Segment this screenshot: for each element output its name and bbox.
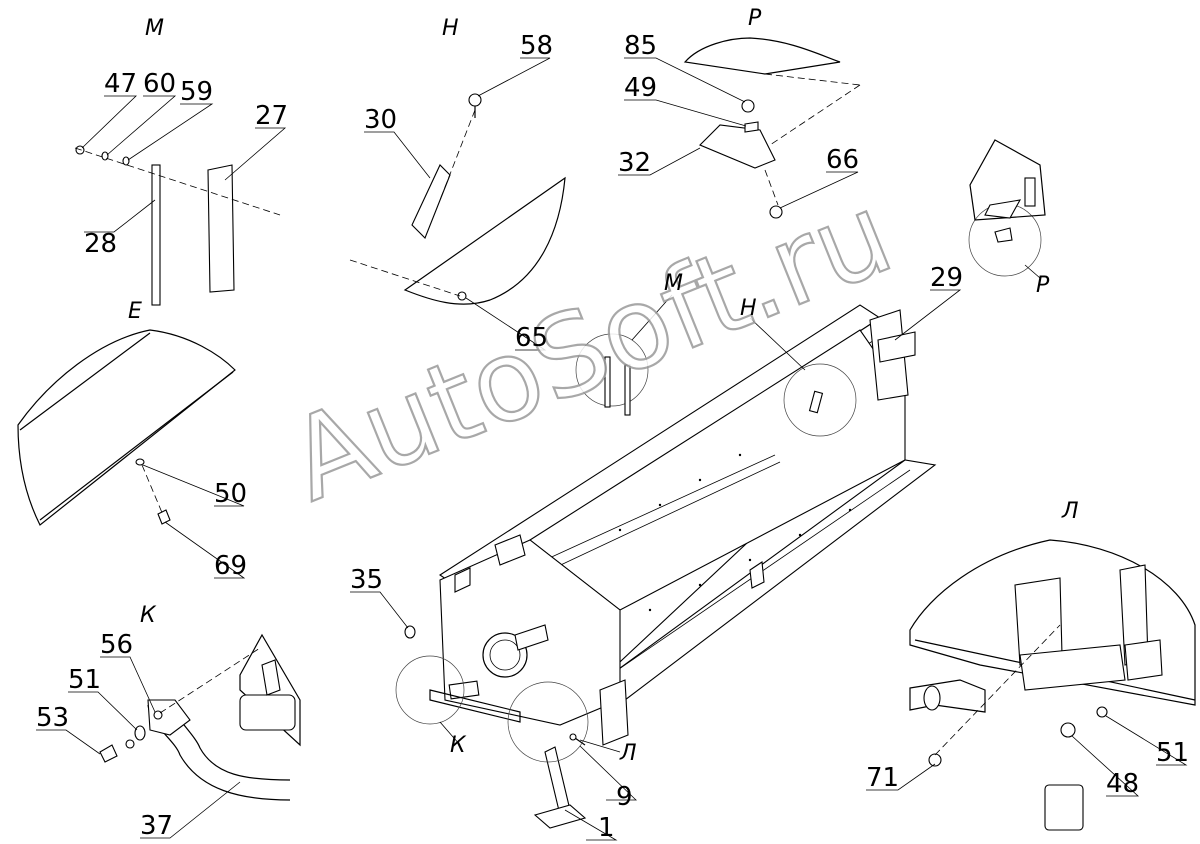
leader-lines — [36, 57, 1188, 841]
view-label-l: Л — [1061, 499, 1079, 524]
callout-66: 66 — [826, 145, 859, 175]
view-marker-m: М — [664, 271, 683, 296]
callout-27: 27 — [255, 101, 288, 131]
callout-71: 71 — [866, 763, 899, 793]
callout-48: 48 — [1106, 769, 1139, 799]
view-m-parts — [74, 145, 281, 306]
view-e-parts — [17, 329, 236, 526]
callout-35: 35 — [350, 565, 383, 595]
callout-59: 59 — [180, 77, 213, 107]
callout-69: 69 — [214, 551, 247, 581]
callout-51: 51 — [68, 665, 101, 695]
detail-circle-k — [395, 655, 465, 725]
view-marker-n: Н — [740, 296, 757, 321]
view-marker-p: Р — [1036, 273, 1050, 298]
view-k-parts — [99, 633, 301, 801]
callout-65: 65 — [515, 323, 548, 353]
callout-85: 85 — [624, 31, 657, 61]
callout-37: 37 — [140, 811, 173, 841]
callout-47: 47 — [104, 69, 137, 99]
callout-28: 28 — [84, 229, 117, 259]
callout-53: 53 — [36, 703, 69, 733]
view-marker-k: К — [450, 733, 467, 758]
detail-circle-m — [575, 333, 649, 407]
callout-49: 49 — [624, 73, 657, 103]
callout-58: 58 — [520, 31, 553, 61]
callout-1: 1 — [598, 813, 615, 843]
main-frame-assembly — [404, 304, 937, 829]
callout-9: 9 — [616, 782, 633, 812]
callout-32: 32 — [618, 148, 651, 178]
view-n-parts — [349, 93, 566, 305]
view-label-k: К — [140, 603, 157, 628]
detail-circle-l — [507, 681, 589, 763]
view-marker-l: Л — [619, 741, 637, 766]
callout-29: 29 — [930, 263, 963, 293]
view-label-n: Н — [442, 16, 459, 41]
view-label-e: Е — [128, 299, 142, 324]
view-label-m: М — [145, 16, 164, 41]
callout-30: 30 — [364, 105, 397, 135]
callout-51-right: 51 — [1156, 738, 1189, 768]
view-p-parts — [683, 37, 861, 219]
callout-60: 60 — [143, 69, 176, 99]
detail-circle-n — [783, 363, 857, 437]
view-p-assembly — [969, 139, 1046, 243]
view-label-p: Р — [748, 6, 762, 31]
view-l-parts — [909, 539, 1196, 831]
callout-56: 56 — [100, 630, 133, 660]
callout-50: 50 — [214, 479, 247, 509]
